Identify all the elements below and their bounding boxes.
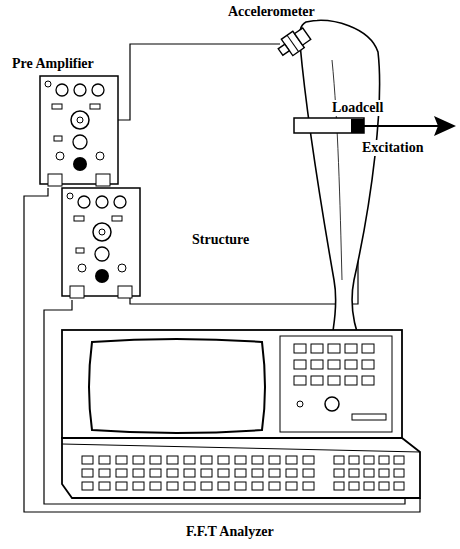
mounting-clamp bbox=[294, 118, 364, 133]
signal-wires bbox=[24, 44, 420, 512]
panel-button bbox=[269, 482, 280, 490]
component-label: Pre Amplifier bbox=[10, 56, 96, 72]
loadcell-body bbox=[351, 119, 364, 133]
panel-button bbox=[349, 482, 359, 490]
panel-button bbox=[133, 469, 144, 477]
panel-button bbox=[345, 376, 357, 385]
panel-button bbox=[334, 469, 344, 477]
panel-button bbox=[235, 482, 246, 490]
panel-button bbox=[294, 376, 306, 385]
fft-analyzer bbox=[62, 330, 420, 498]
panel-button bbox=[269, 469, 280, 477]
panel-button bbox=[362, 376, 374, 385]
panel-button bbox=[334, 482, 344, 490]
panel-button bbox=[394, 482, 404, 490]
excitation-arrowhead bbox=[434, 116, 456, 136]
panel-button bbox=[364, 469, 374, 477]
panel-button bbox=[294, 360, 306, 369]
panel-button bbox=[345, 344, 357, 353]
panel-button bbox=[364, 482, 374, 490]
panel-button bbox=[334, 456, 344, 464]
panel-button bbox=[150, 482, 161, 490]
panel-button bbox=[167, 469, 178, 477]
panel-button bbox=[286, 482, 297, 490]
panel-button bbox=[311, 360, 323, 369]
panel-button bbox=[252, 482, 263, 490]
panel-button bbox=[252, 456, 263, 464]
panel-button bbox=[328, 360, 340, 369]
panel-button bbox=[167, 482, 178, 490]
panel-button bbox=[303, 456, 314, 464]
panel-button bbox=[184, 482, 195, 490]
panel-button bbox=[394, 456, 404, 464]
component-label: Structure bbox=[190, 232, 251, 248]
panel-button bbox=[99, 456, 110, 464]
panel-button bbox=[201, 469, 212, 477]
panel-button bbox=[252, 469, 263, 477]
pre-amplifier-2 bbox=[62, 188, 140, 298]
panel-button bbox=[379, 469, 389, 477]
panel-button bbox=[294, 344, 306, 353]
component-label: Excitation bbox=[360, 140, 425, 156]
panel-button bbox=[82, 456, 93, 464]
panel-button bbox=[286, 469, 297, 477]
panel-button bbox=[235, 456, 246, 464]
panel-button bbox=[311, 344, 323, 353]
pre-amplifier-1 bbox=[40, 76, 118, 186]
panel-button bbox=[150, 456, 161, 464]
panel-button bbox=[379, 456, 389, 464]
component-label: F.F.T Analyzer bbox=[184, 524, 276, 540]
panel-button bbox=[201, 456, 212, 464]
panel-button bbox=[394, 469, 404, 477]
panel-button bbox=[218, 469, 229, 477]
structure-contour bbox=[332, 60, 342, 280]
panel-button bbox=[235, 469, 246, 477]
panel-button bbox=[218, 482, 229, 490]
panel-button bbox=[379, 482, 389, 490]
panel-button bbox=[218, 456, 229, 464]
panel-button bbox=[362, 360, 374, 369]
panel-button bbox=[345, 360, 357, 369]
panel-button bbox=[167, 456, 178, 464]
panel-button bbox=[116, 482, 127, 490]
accelerometer-cable bbox=[118, 44, 280, 120]
panel-button bbox=[133, 482, 144, 490]
component-label: Accelerometer bbox=[226, 4, 317, 20]
panel-button bbox=[99, 482, 110, 490]
panel-button bbox=[99, 469, 110, 477]
panel-button bbox=[286, 456, 297, 464]
component-label: Loadcell bbox=[330, 100, 385, 116]
panel-button bbox=[349, 456, 359, 464]
panel-button bbox=[269, 456, 280, 464]
panel-button bbox=[362, 344, 374, 353]
structure-blade bbox=[300, 20, 380, 350]
panel-button bbox=[303, 469, 314, 477]
panel-button bbox=[328, 376, 340, 385]
panel-button bbox=[201, 482, 212, 490]
panel-button bbox=[349, 469, 359, 477]
panel-button bbox=[328, 344, 340, 353]
accelerometer-sensor bbox=[275, 25, 313, 60]
panel-button bbox=[116, 456, 127, 464]
panel-button bbox=[133, 456, 144, 464]
panel-button bbox=[303, 482, 314, 490]
panel-button bbox=[184, 469, 195, 477]
panel-button bbox=[116, 469, 127, 477]
panel-button bbox=[82, 469, 93, 477]
panel-button bbox=[150, 469, 161, 477]
panel-button bbox=[311, 376, 323, 385]
panel-button bbox=[82, 482, 93, 490]
panel-button bbox=[364, 456, 374, 464]
excitation-rod bbox=[364, 125, 440, 127]
panel-button bbox=[184, 456, 195, 464]
